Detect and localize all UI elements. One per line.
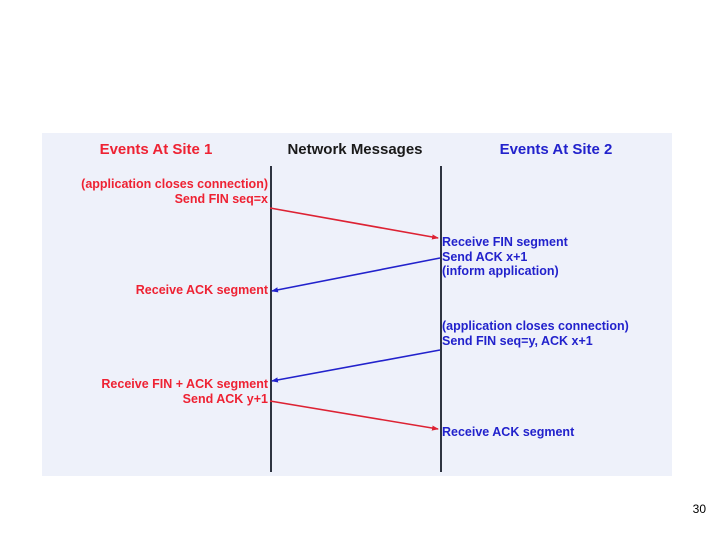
event-label-receive-ack-segment-site1: Receive ACK segment (135, 283, 268, 297)
event-label-receive-fin-send-ack: Receive FIN segment Send ACK x+1 (inform… (442, 235, 568, 278)
message-arrow-ack-x-plus-1 (271, 257, 441, 293)
event-label-send-fin-seq-y: (application closes connection) Send FIN… (442, 319, 629, 348)
slide-page-number: 30 (692, 502, 706, 516)
column-header-network-messages: Network Messages (287, 141, 423, 158)
message-arrow-fin-seq-x (269, 207, 439, 240)
event-label-receive-fin-ack-send-ack: Receive FIN + ACK segment Send ACK y+1 (101, 377, 268, 406)
sequence-diagram-panel: Events At Site 1 Network Messages Events… (42, 133, 672, 476)
event-label-receive-ack-segment-site2: Receive ACK segment (442, 425, 575, 439)
lifeline-site2 (440, 166, 442, 472)
event-label-send-fin-seq-x: (application closes connection) Send FIN… (81, 177, 268, 206)
message-arrow-fin-seq-y-ack-x-plus-1 (271, 349, 441, 383)
message-arrow-ack-y-plus-1 (269, 400, 439, 431)
column-header-site1: Events At Site 1 (99, 141, 213, 158)
lifeline-site1 (270, 166, 272, 472)
column-header-site2: Events At Site 2 (499, 141, 613, 158)
